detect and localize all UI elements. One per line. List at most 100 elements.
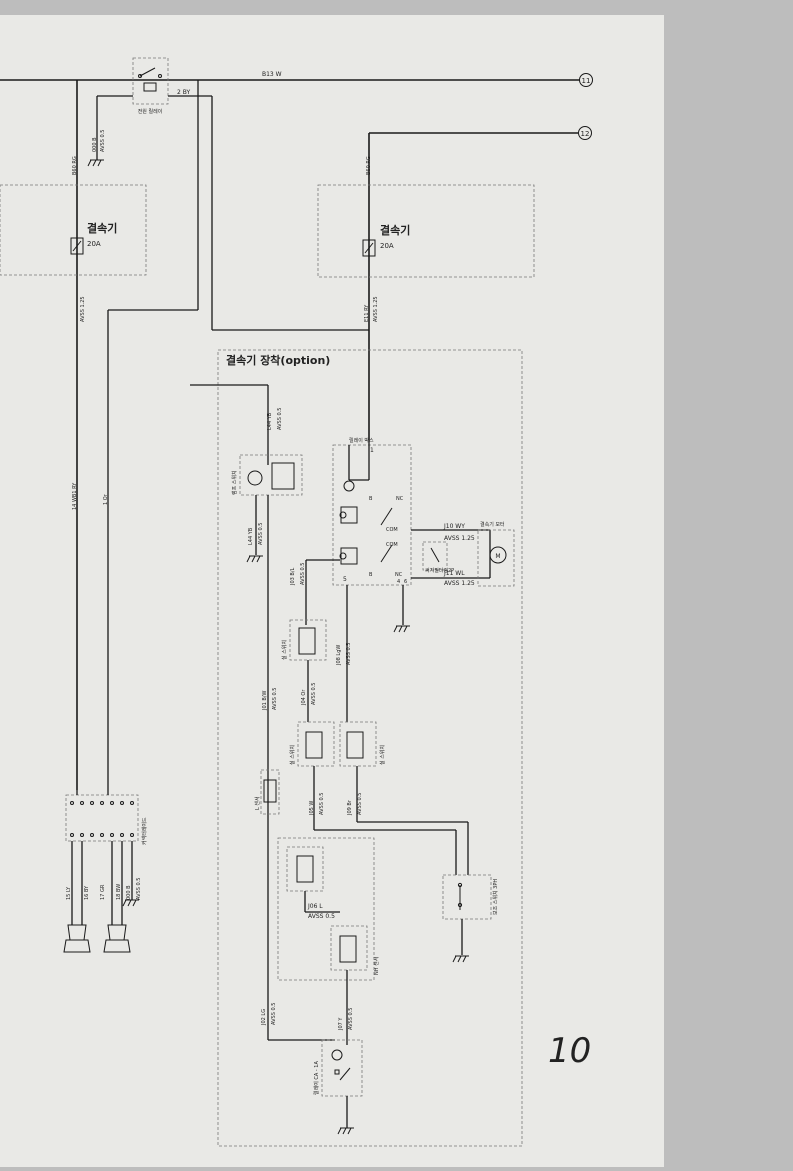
wire-avss125-left-label: AVSS 1.25 [80, 296, 86, 322]
seat-switch-mid1-label: 실 스위치 [289, 745, 296, 765]
wire-2by-label: 2 BY [177, 89, 191, 96]
connector-11-label: 11 [582, 77, 591, 85]
relay-pin-1: 1 [370, 447, 374, 454]
relay-pin-nc2: NC [395, 572, 403, 578]
wire-b60rg-left-label: B60 RG [72, 156, 78, 175]
wire-b60rg-right: 12 B60 RG [366, 126, 592, 440]
ground-top-symbol [87, 159, 104, 167]
wire-avss05-i-label: AVSS 0.5 [308, 913, 335, 920]
wire-avss05-a-label: AVSS 0.5 [277, 408, 283, 430]
fuse-right: 결속기 20A [362, 223, 410, 257]
page-number: 10 [548, 1031, 591, 1071]
fuse-left: 결속기 20A [70, 221, 117, 255]
nh-sensor-label: NH 센서 [373, 957, 380, 975]
aux-switch-label: 보조 스위치 3PH [492, 879, 499, 915]
power-relay-label: 전원 릴레이 [138, 108, 163, 115]
wire-j01bw-label: J01 B/W [262, 690, 268, 711]
wire-avss05-g-label: AVSS 0.5 [319, 793, 325, 815]
wire-b60rg-right-label: B60 RG [366, 156, 372, 175]
wire-avss05-top-label: AVSS 0.5 [100, 130, 106, 152]
wire-avss05-k-label: AVSS 0.5 [348, 1008, 354, 1030]
l-sensor-label: L 센서 [254, 796, 261, 810]
wire-j11wl-label: J11 WL [443, 570, 465, 577]
wire-avss05-e-label: AVSS 0.5 [272, 688, 278, 710]
seat-switch-left-label: 실 스위치 [281, 640, 288, 660]
power-relay: 전원 릴레이 [132, 57, 169, 115]
nh-sensor-box [277, 837, 375, 981]
horn-right-icon [103, 924, 131, 953]
fuse-right-amp: 20A [380, 242, 394, 250]
wire-avss05-bot-label: AVSS 0.5 [136, 878, 142, 900]
wire-l44yb-label: L44 YB [267, 412, 273, 430]
wire-1or-label: 1 Or [103, 493, 109, 505]
lamp-switch-label: 램프 스위치 [231, 470, 238, 495]
fuse-box-right [317, 184, 535, 278]
wire-j02lg-label: J02 LG [261, 1009, 267, 1026]
relay-pin-b: B [369, 496, 373, 502]
wire-e11ry-label: E11 RY [364, 304, 370, 322]
svg-text:M: M [495, 553, 500, 560]
seat-switch-mid1: 실 스위치 [289, 721, 335, 767]
option-box [217, 349, 523, 1147]
wire-15ly-label: 15 LY [66, 886, 72, 900]
ground-aux-symbol [452, 955, 469, 963]
aux-switch: 보조 스위치 3PH [442, 874, 499, 920]
horn-left-icon [63, 924, 91, 953]
connector-12-label: 12 [581, 130, 590, 138]
binder-motor: M 결속기 모터 [477, 521, 515, 587]
seat-switch-mid2-label: 실 스위치 [379, 745, 386, 765]
relay-pin-6: 6 [404, 579, 407, 585]
wire-16by-label: 16 BY [84, 885, 90, 900]
wire-avss05-c-label: AVSS 0.5 [300, 563, 306, 585]
surge-diode: 써지필터링2P [422, 541, 454, 574]
ground-cab-symbol [122, 899, 139, 907]
diode-label: 써지필터링2P [425, 567, 454, 574]
wire-j05w-label: J05 W [309, 801, 315, 816]
fuse-right-title: 결속기 [380, 223, 410, 237]
relay-pin-b2: B [369, 572, 373, 578]
relay-pin-5: 5 [343, 576, 347, 583]
fuse-left-amp: 20A [87, 240, 101, 248]
relay-box-label: 릴레이 박스 [349, 437, 374, 444]
wire-18bw-label: 18 BW [116, 884, 122, 900]
wire-j07y-label: J07 Y [338, 1017, 344, 1031]
wire-j06l-label: J06 L [307, 903, 323, 910]
wire-000b-bot-label: 000 B [126, 885, 132, 900]
wire-avss05-d-label: AVSS 0.5 [346, 643, 352, 665]
wire-avss05-f-label: AVSS 0.5 [311, 683, 317, 705]
relay-pin-nc: NC [396, 496, 404, 502]
relay-pin-4: 4 [397, 579, 400, 585]
relay-pin-com2: COM [386, 542, 398, 548]
wire-b13w-label: B13 W [262, 71, 282, 78]
paper [0, 15, 664, 1167]
relay-bottom: 릴레이 CA - 1A [313, 1039, 363, 1097]
fuse-left-title: 결속기 [87, 221, 117, 235]
ground-lamp-symbol [246, 555, 263, 563]
lamp-switch: 램프 스위치 [231, 454, 303, 496]
wire-17gr-label: 17 GR [100, 884, 106, 900]
wire-j04or-label: J04 Or [301, 689, 307, 706]
cab-connector-label: 커넥터레이드 [141, 817, 148, 845]
wire-j10wy-label: J10 WY [443, 523, 465, 530]
seat-switch-mid2: 실 스위치 [339, 721, 386, 767]
relay-bottom-label: 릴레이 CA - 1A [313, 1061, 320, 1095]
relay-box: 릴레이 박스 1 B NC COM COM NC B 5 4 6 [332, 437, 412, 586]
wire-avss05-b-label: AVSS 0.5 [258, 523, 264, 545]
cab-connector: 커넥터레이드 [65, 794, 148, 845]
wire-avss125-j10-label: AVSS 1.25 [444, 535, 475, 542]
nh-sensor: NH 센서 [330, 925, 380, 975]
fuse-box-left [0, 184, 147, 276]
wire-14wby-label: 14 WB1 RY [72, 482, 78, 510]
wire-000b-top-label: 000 B [92, 137, 98, 152]
wire-j03bl-label: J03 B/L [290, 567, 296, 586]
wire-l44yb-b-label: L44 YB [248, 527, 254, 545]
wire-j08lw-label: J08 LgW [336, 645, 342, 666]
l-sensor: L 센서 [254, 769, 280, 815]
wire-avss125-right-label: AVSS 1.25 [373, 296, 379, 322]
option-title: 결속기 장착(option) [226, 353, 330, 367]
relay-pin-com: COM [386, 527, 398, 533]
wire-b13w: 11 B13 W [0, 71, 593, 87]
wire-avss05-h-label: AVSS 0.5 [357, 793, 363, 815]
wire-avss125-j11-label: AVSS 1.25 [444, 580, 475, 587]
